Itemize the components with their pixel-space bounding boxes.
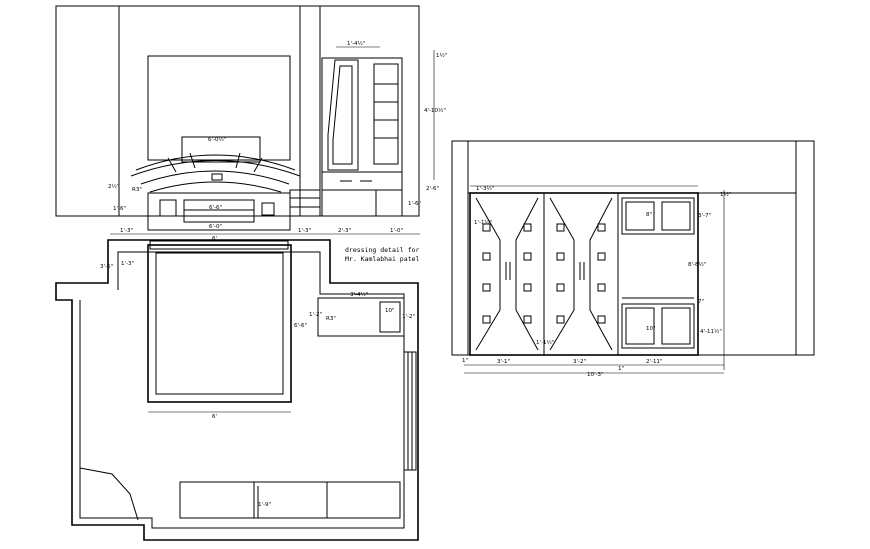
dim-label: 1½" — [720, 191, 731, 198]
dim-label: 7" — [698, 299, 704, 305]
dim-label: 1'-2" — [309, 312, 322, 318]
dim-label: 1½" — [436, 52, 447, 59]
dim-label: 3'-4½" — [350, 291, 368, 298]
dim-label: 2'-6" — [426, 186, 439, 192]
dim-label: R3" — [326, 316, 336, 322]
dim-label: 2'-3" — [338, 228, 351, 234]
dim-label: 1'-6" — [408, 201, 421, 207]
dim-label: 1'-2" — [402, 314, 415, 320]
dim-label: 10" — [385, 308, 395, 314]
dim-label: 1'-6" — [113, 206, 126, 212]
dim-label: 10" — [646, 326, 656, 332]
dim-label: 2'-11" — [646, 359, 663, 365]
dim-label: 1'-1½" — [474, 219, 492, 226]
dim-label: 2½" — [108, 183, 119, 190]
window — [403, 351, 417, 471]
dim-label: 4'-10½" — [424, 107, 446, 114]
dim-label: 6'-6" — [294, 323, 307, 329]
drawing-note: dressing detail for Mr. Kamlabhai patel — [345, 246, 419, 263]
dim-label: 3'-1" — [497, 359, 510, 365]
tv-panel — [147, 55, 291, 161]
dim-label: 1" — [462, 358, 468, 364]
dim-label: 6'-0½" — [208, 136, 226, 143]
dim-label: 10'-3" — [587, 372, 604, 378]
dim-label: R3" — [132, 187, 142, 193]
dim-label: 8'-8½" — [688, 261, 706, 268]
dim-label: 1'-4½" — [347, 40, 365, 47]
dim-label: 1'-0" — [390, 228, 403, 234]
wardrobe-elevation: 1'-3½" 1½" 1'-1½" 3'-7" 8'-8½" 7" 4'-11½… — [451, 140, 815, 378]
dim-label: 6' — [212, 236, 217, 242]
dim-label: 1'-3" — [121, 261, 134, 267]
door-swing — [79, 467, 139, 521]
dim-label: 1'-1½" — [536, 339, 554, 346]
dim-label: 4'-11½" — [700, 328, 722, 335]
dim-label: 8" — [646, 212, 652, 218]
dim-label: 3'-2" — [573, 359, 586, 365]
dim-label: 1'-9" — [258, 502, 271, 508]
wardrobe-plan — [179, 481, 401, 519]
dim-label: 6' — [212, 414, 217, 420]
dim-label: 3'-7" — [698, 213, 711, 219]
dim-label: 1'-3½" — [476, 185, 494, 192]
floor-plan: 6' 3'-4½" 1'-2" 6'-6" R3" 10" 1'-2" 3'-6… — [55, 239, 419, 541]
bed — [147, 244, 292, 403]
dim-label: 1" — [618, 366, 624, 372]
note-line1: dressing detail for — [345, 246, 419, 254]
dim-label: 3'-6" — [100, 264, 113, 270]
dim-label: 1'-3" — [120, 228, 133, 234]
note-line2: Mr. Kamlabhai patel — [345, 255, 419, 263]
dim-label: 6'-0" — [209, 224, 222, 230]
tv-elevation: 1'-4½" 1½" 4'-10½" 6'-0½" 2½" R3" 1'-6" … — [55, 5, 447, 242]
dim-label: 6'-6" — [209, 205, 222, 211]
dim-label: 1'-3" — [298, 228, 311, 234]
